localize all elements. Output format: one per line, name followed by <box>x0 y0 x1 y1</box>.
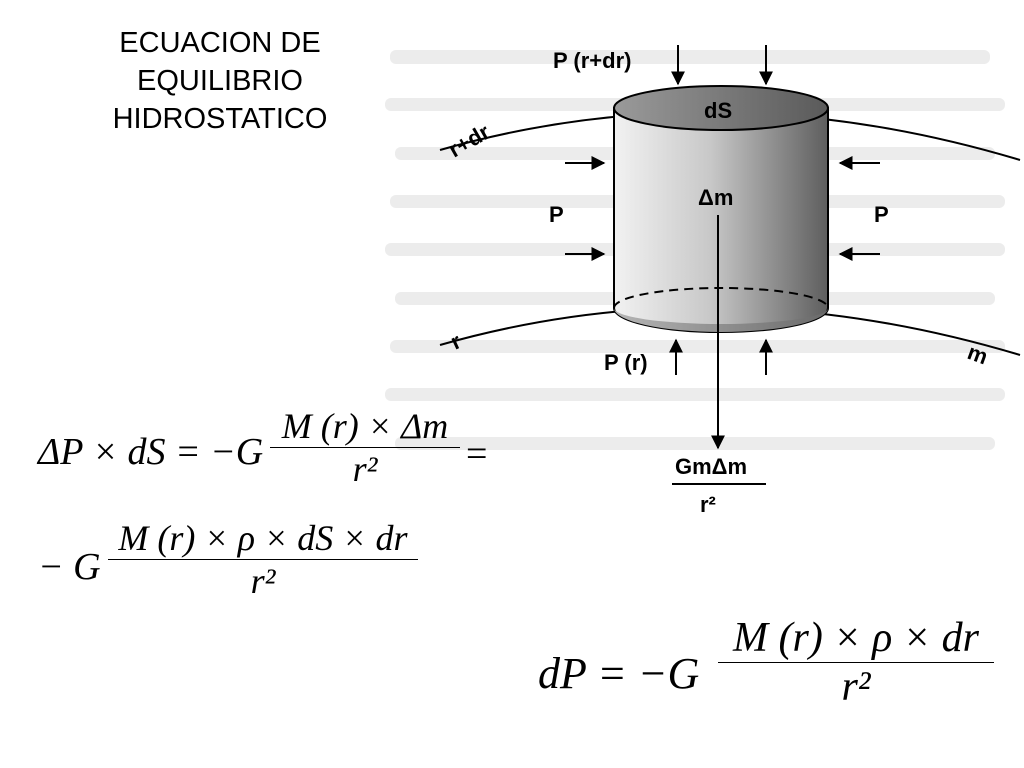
title-line-1: ECUACION DE <box>119 27 321 59</box>
slide-title: ECUACION DE EQUILIBRIO HIDROSTATICO <box>60 24 380 138</box>
equation-1-fraction: M (r) × Δm r² <box>270 405 460 490</box>
equation-3-lhs: dP = −G <box>538 649 700 698</box>
equation-3-bar <box>718 662 994 663</box>
cylinder-base <box>614 308 828 332</box>
equation-3-denominator: r² <box>841 664 871 710</box>
cylinder-back-rim <box>613 287 829 309</box>
label-top-area: dS <box>704 98 732 123</box>
equation-2-fraction: M (r) × ρ × dS × dr r² <box>108 517 418 602</box>
label-left-pressure: P <box>549 202 564 227</box>
label-outer-shell: r+dr <box>444 119 494 163</box>
equation-3-fraction: M (r) × ρ × dr r² <box>718 614 994 711</box>
title-line-3: HIDROSTATICO <box>112 103 328 135</box>
equation-1-denominator: r² <box>352 449 378 489</box>
equation-3-numerator: M (r) × ρ × dr <box>733 615 979 661</box>
equation-1-numerator: M (r) × Δm <box>281 406 449 446</box>
label-top-pressure: P (r+dr) <box>553 48 631 73</box>
label-mass-element: Δm <box>698 185 733 210</box>
label-gravity-denominator: r² <box>700 492 716 517</box>
title-line-2: EQUILIBRIO <box>137 65 303 97</box>
equation-2-lhs: − G <box>38 546 101 588</box>
label-bottom-pressure: P (r) <box>604 350 648 375</box>
label-inner-shell: r <box>447 328 466 354</box>
equation-1-trailing: = <box>466 433 488 475</box>
label-gravity-numerator: GmΔm <box>675 454 747 479</box>
equation-2-numerator: M (r) × ρ × dS × dr <box>118 518 408 558</box>
cylinder-top-cap <box>613 85 829 131</box>
cylinder-body <box>613 107 829 333</box>
equation-2-denominator: r² <box>250 561 276 601</box>
equation-1-lhs: ΔP × dS = −G <box>38 431 264 473</box>
equation-2-bar <box>108 559 418 560</box>
label-right-pressure: P <box>874 202 889 227</box>
label-mass: m <box>964 339 991 369</box>
equation-1-bar <box>270 447 460 448</box>
